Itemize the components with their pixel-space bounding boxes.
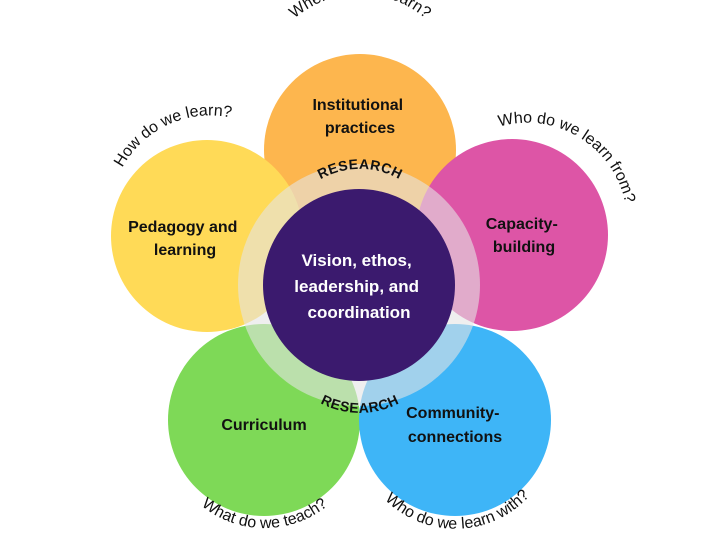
community-line-2: connections [408,429,502,446]
center-line-3: coordination [308,303,411,322]
community-connections-label: Community- connections [406,405,504,446]
institutional-practices-label: Institutional practices [312,97,407,137]
capacity-line-2: building [493,239,555,256]
center-title: Vision, ethos, leadership, and coordinat… [294,251,423,322]
institutional-line-2: practices [325,120,395,137]
center-line-2: leadership, and [294,277,419,296]
question-where: Where do we learn? [286,0,434,22]
institutional-line-1: Institutional [312,97,403,114]
capacity-building-label: Capacity- building [486,216,562,256]
pedagogy-and-learning-label: Pedagogy and learning [128,219,242,259]
capacity-line-1: Capacity- [486,216,558,233]
curriculum-line-1: Curriculum [221,417,306,434]
pedagogy-line-1: Pedagogy and [128,219,237,236]
pedagogy-line-2: learning [154,242,216,259]
community-line-1: Community- [406,405,499,422]
center-circle [263,189,455,381]
center-line-1: Vision, ethos, [302,251,412,270]
curriculum-label: Curriculum [221,417,306,434]
